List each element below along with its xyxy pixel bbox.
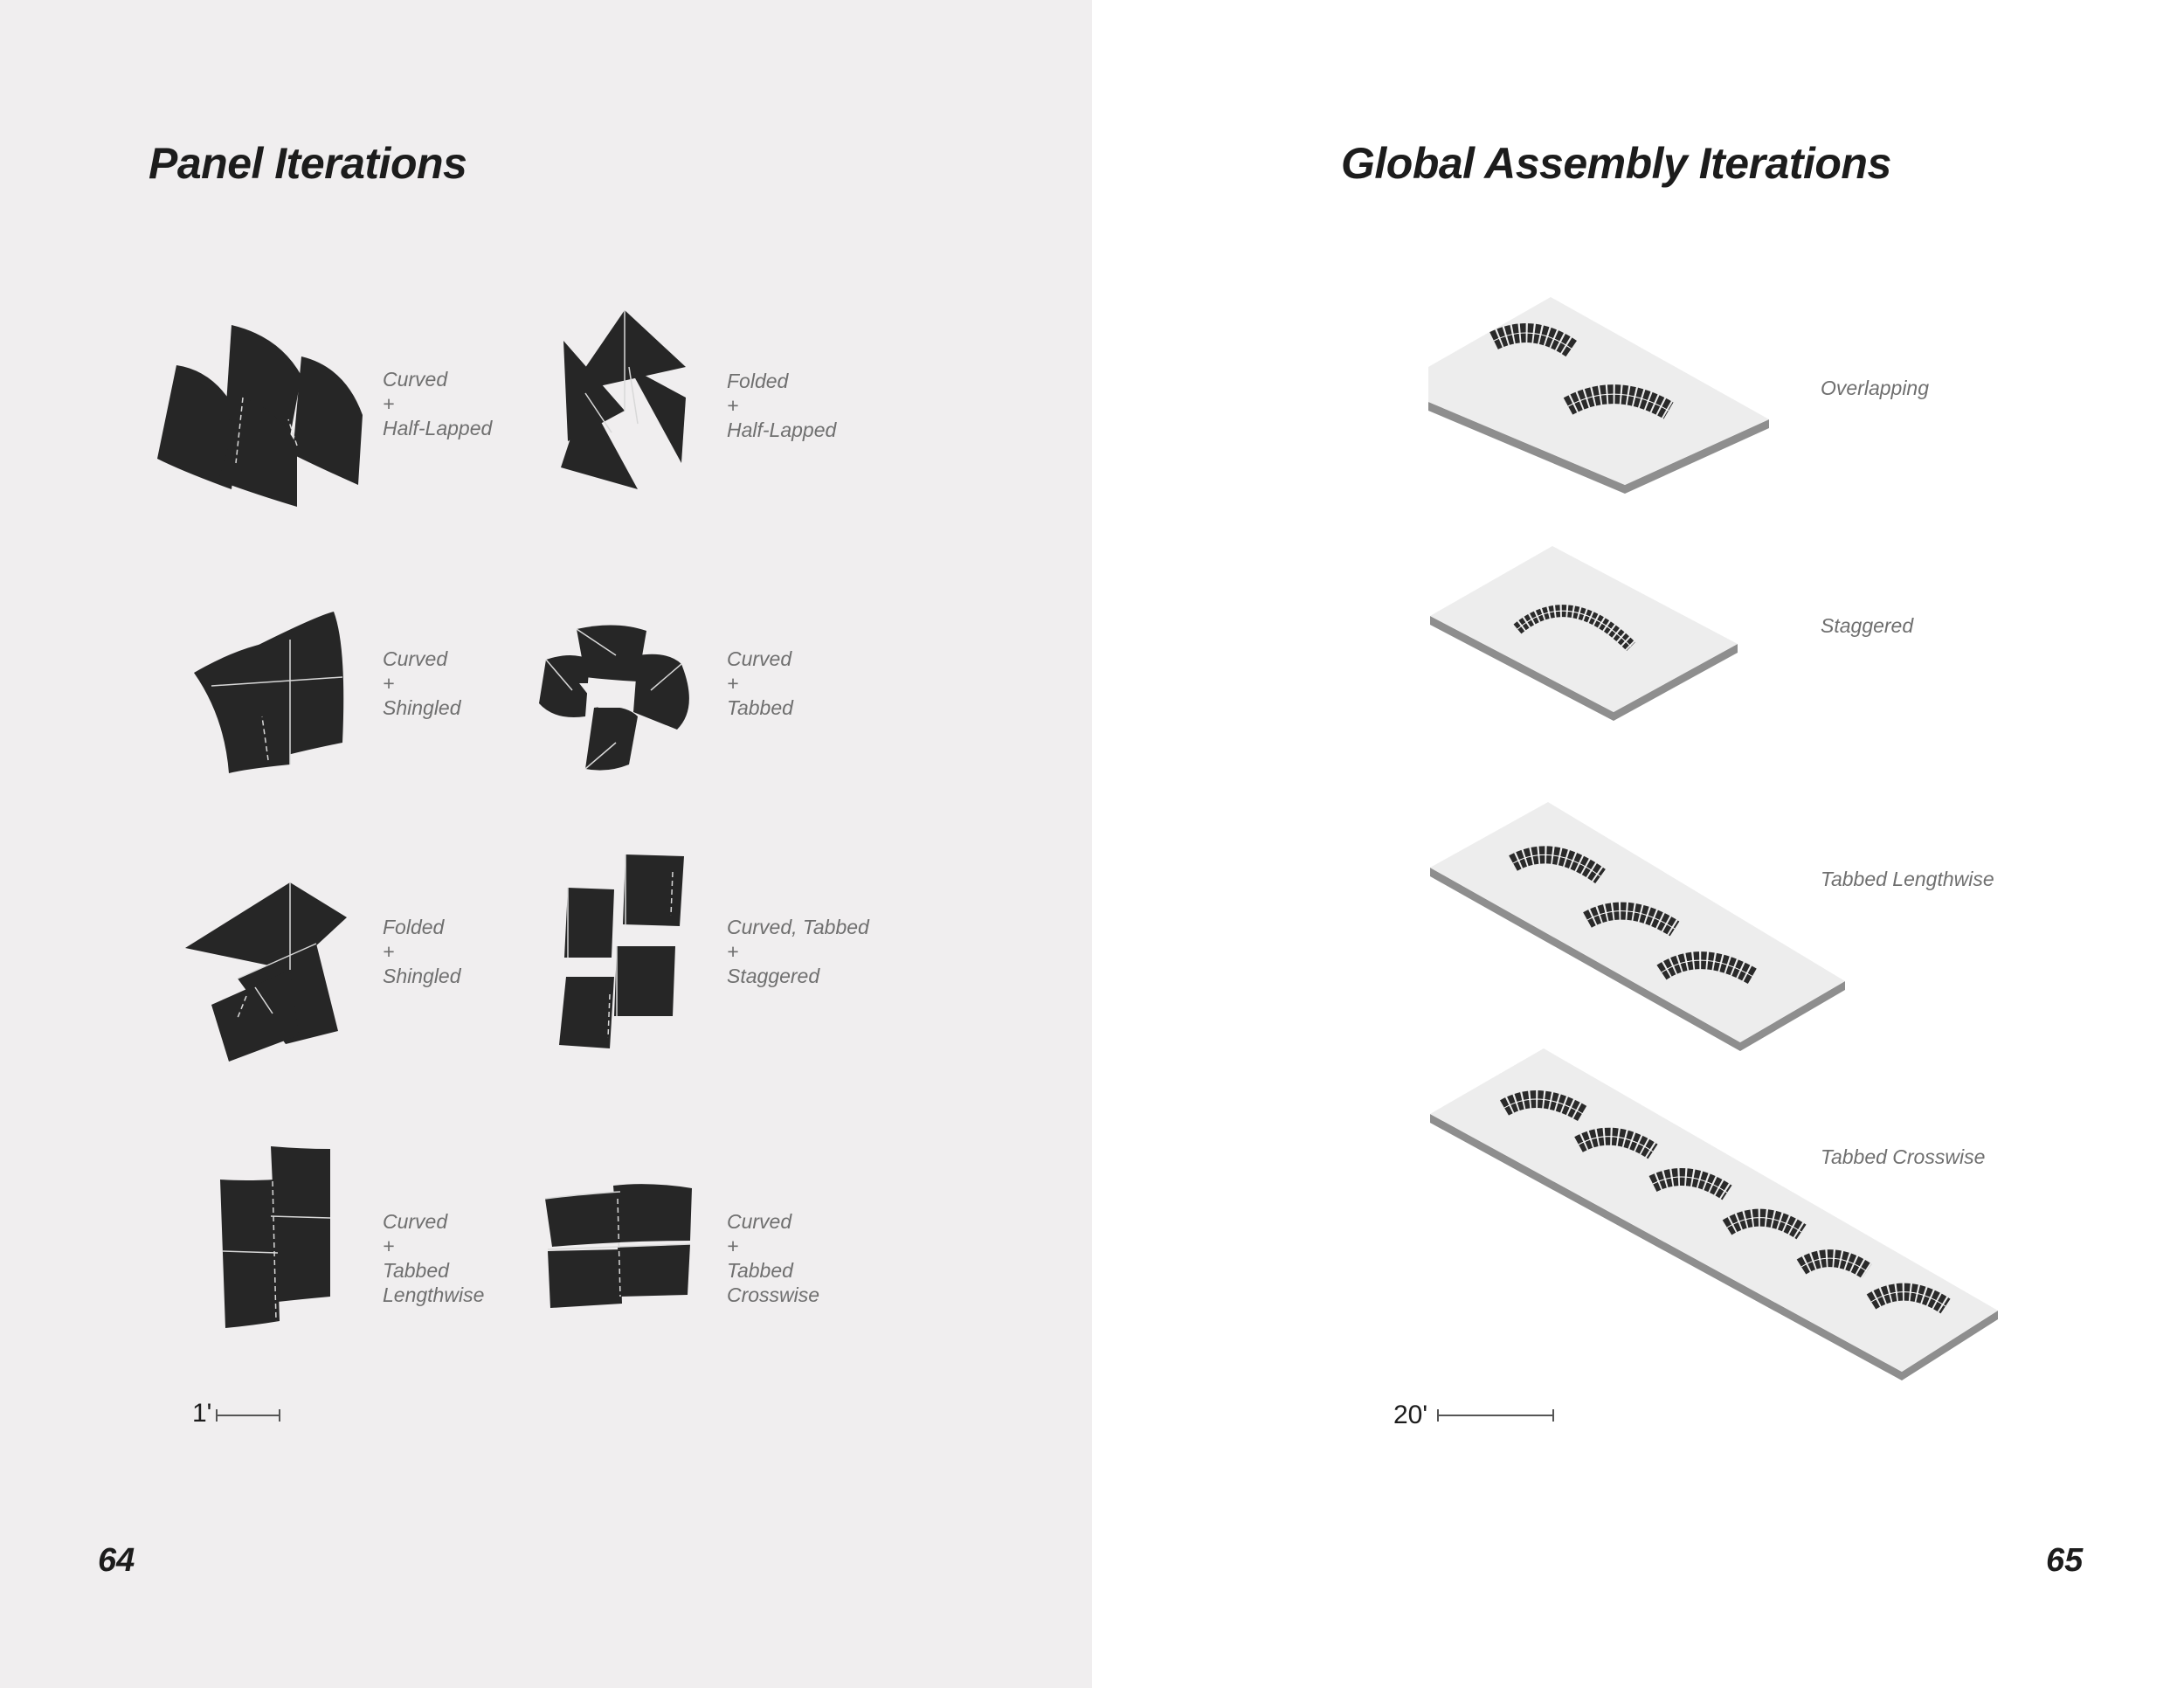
arch-icon: [1583, 902, 1680, 937]
panel-caption-folded-half-lapped: Folded + Half-Lapped: [727, 370, 837, 441]
scale-bar-label: 20': [1393, 1401, 1428, 1429]
page-title-panel-iterations: Panel Iterations: [149, 139, 467, 188]
curved-tabbed-lengthwise-panel-icon: [220, 1146, 331, 1328]
arch-icon: [1656, 951, 1759, 985]
panel-caption-curved-shingled: Curved + Shingled: [383, 647, 461, 719]
curved-tabbed-staggered-panel-icon: [559, 854, 684, 1048]
page-title-global-assembly-iterations: Global Assembly Iterations: [1341, 139, 1891, 188]
assembly-label-overlapping: Overlapping: [1821, 377, 1930, 399]
panel-caption-curved-tabbed-staggered: Curved, Tabbed + Staggered: [727, 916, 869, 987]
arch-icon: [1574, 1127, 1658, 1159]
arch-icon: [1563, 384, 1674, 419]
arch-icon: [1796, 1249, 1872, 1279]
arch-icon: [1500, 1090, 1588, 1122]
arch-icon: [1509, 846, 1606, 884]
scale-bar-label: 1': [192, 1399, 212, 1428]
panel-caption-curved-tabbed-crosswise: Curved + Tabbed Crosswise: [727, 1210, 820, 1306]
staggered-assembly-icon: [1430, 546, 1738, 721]
arch-icon: [1513, 605, 1635, 651]
arch-icon: [1722, 1208, 1807, 1240]
panel-caption-curved-tabbed-lengthwise: Curved + Tabbed Lengthwise: [383, 1210, 485, 1306]
panel-caption-folded-shingled: Folded + Shingled: [383, 916, 461, 987]
page-number-left: 64: [98, 1542, 135, 1579]
tabbed-crosswise-assembly-icon: [1430, 1048, 1998, 1380]
right-page: Global Assembly Iterations Overlapping S…: [1092, 0, 2184, 1688]
tabbed-lengthwise-assembly-icon: [1430, 802, 1845, 1051]
panel-caption-curved-half-lapped: Curved + Half-Lapped: [383, 368, 493, 439]
assembly-label-staggered: Staggered: [1821, 614, 1914, 637]
folded-shingled-panel-icon: [185, 882, 347, 1062]
page-number-right: 65: [2046, 1542, 2084, 1579]
arch-icon: [1866, 1283, 1951, 1314]
left-page: Panel Iterations: [0, 0, 1092, 1688]
scale-bar-icon: [1437, 1409, 1554, 1422]
scale-bar-icon: [216, 1409, 280, 1422]
curved-half-lapped-panel-icon: [157, 325, 363, 507]
folded-half-lapped-panel-icon: [561, 310, 686, 489]
arch-icon: [1648, 1168, 1732, 1200]
curved-tabbed-crosswise-panel-icon: [544, 1184, 692, 1308]
curved-shingled-panel-icon: [194, 612, 344, 773]
overlapping-assembly-icon: [1428, 297, 1769, 494]
assembly-label-tabbed-lengthwise: Tabbed Lengthwise: [1821, 868, 1994, 890]
assembly-label-tabbed-crosswise: Tabbed Crosswise: [1821, 1145, 1986, 1168]
panel-caption-curved-tabbed: Curved + Tabbed: [727, 647, 793, 719]
curved-tabbed-panel-icon: [539, 625, 689, 771]
arch-icon: [1489, 323, 1579, 358]
